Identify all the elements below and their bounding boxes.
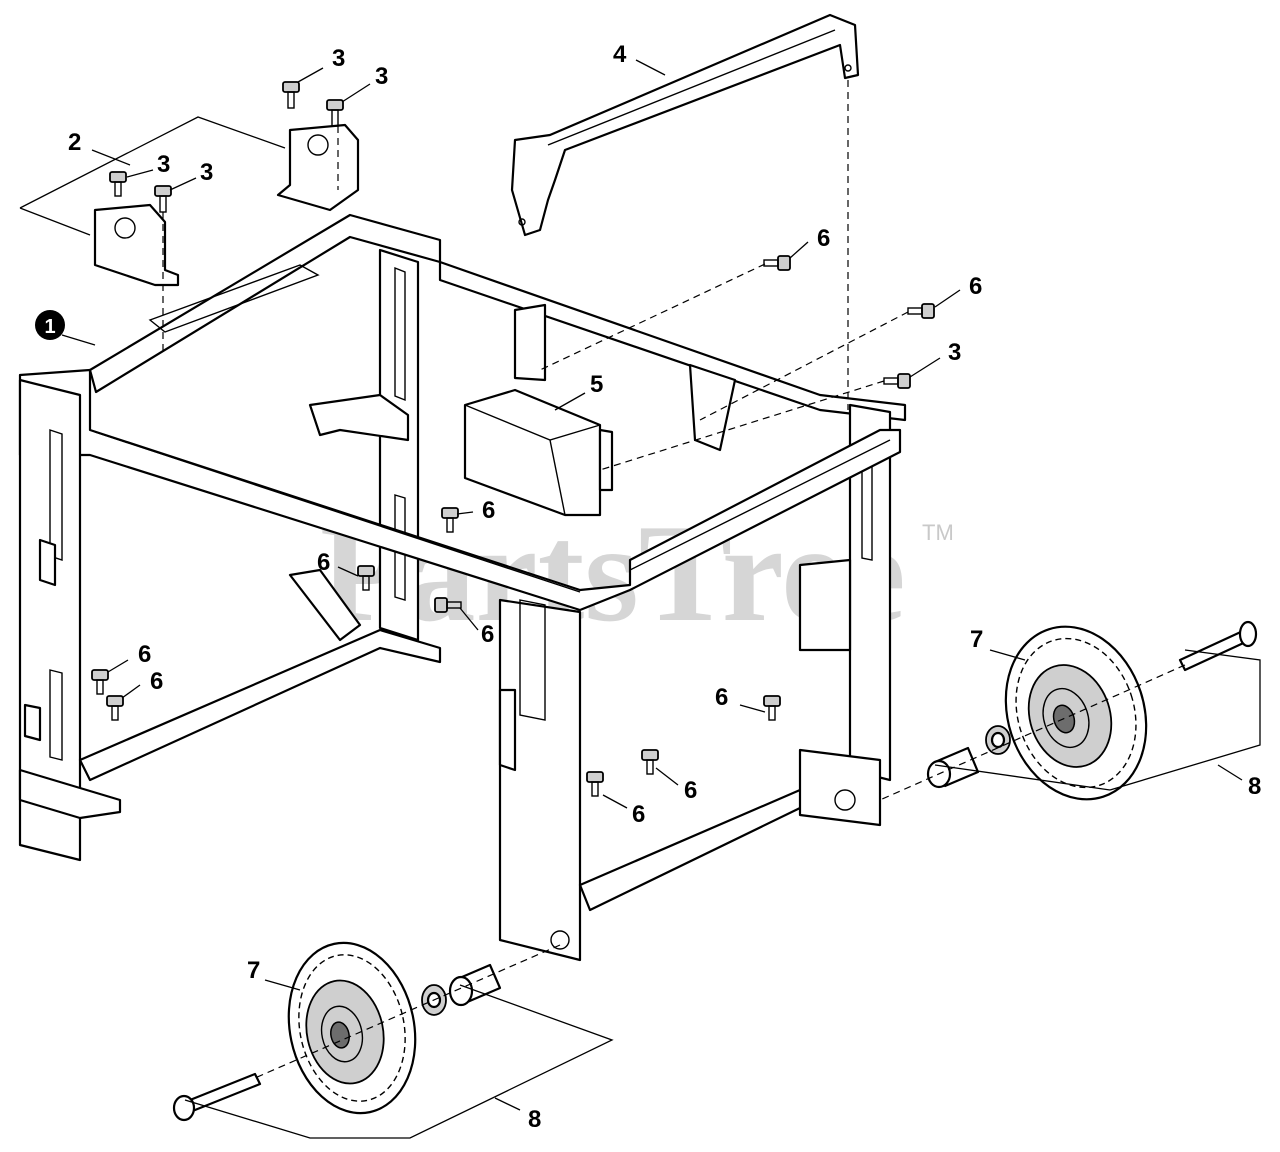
callout-6d: 6 xyxy=(317,549,330,576)
bolt-3c xyxy=(109,171,127,197)
callout-8a: 8 xyxy=(1248,773,1261,800)
assembly-lines xyxy=(162,80,1186,1079)
bolt-6d xyxy=(357,565,375,591)
bolt-3b xyxy=(326,99,344,127)
watermark-trademark: TM xyxy=(922,520,954,545)
callout-3e: 3 xyxy=(948,339,961,366)
handle-part-4 xyxy=(510,13,860,237)
callout-5: 5 xyxy=(590,371,603,398)
callout-6b: 6 xyxy=(969,273,982,300)
bolt-3d xyxy=(154,185,172,213)
bracket-part-2-right xyxy=(276,123,360,212)
bolt-6i xyxy=(641,749,659,775)
wheel-assembly-left xyxy=(172,941,502,1122)
callout-8b: 8 xyxy=(528,1106,541,1133)
bolt-6e xyxy=(434,597,462,613)
bolt-3a xyxy=(282,81,300,109)
callout-6j: 6 xyxy=(632,801,645,828)
callout-4: 4 xyxy=(613,41,627,68)
bolt-6h xyxy=(763,695,781,721)
bolt-6g xyxy=(106,695,124,721)
callout-6g: 6 xyxy=(150,668,163,695)
callout-1-circle xyxy=(35,310,65,340)
bolt-6a xyxy=(763,255,791,271)
callout-6f: 6 xyxy=(138,641,151,668)
callout-3d: 3 xyxy=(200,159,213,186)
callout-7b: 7 xyxy=(247,957,260,984)
bolt-3e xyxy=(883,373,911,389)
frame-part-1 xyxy=(18,213,907,962)
bolt-6c xyxy=(441,507,459,533)
wheel-assembly-right xyxy=(926,620,1258,801)
bolt-6j xyxy=(586,771,604,797)
callout-6a: 6 xyxy=(817,225,830,252)
group-brackets xyxy=(19,116,1261,1139)
callout-leaders xyxy=(61,59,1243,1111)
callout-3a: 3 xyxy=(332,45,345,72)
bracket-part-2-left xyxy=(93,203,180,287)
callout-3c: 3 xyxy=(157,151,170,178)
bolt-6b xyxy=(907,303,935,319)
callout-3b: 3 xyxy=(375,63,388,90)
callout-labels: 1 2 3 3 3 3 3 4 5 6 6 6 6 6 6 6 6 6 6 7 … xyxy=(35,41,1261,1133)
callout-6c: 6 xyxy=(482,497,495,524)
callout-2: 2 xyxy=(68,129,81,156)
callout-6i: 6 xyxy=(684,777,697,804)
callout-7a: 7 xyxy=(970,626,983,653)
control-box-part-5 xyxy=(463,388,614,517)
bolt-6f xyxy=(91,669,109,695)
callout-6h: 6 xyxy=(715,684,728,711)
callout-1: 1 xyxy=(44,316,55,338)
callout-6e: 6 xyxy=(481,621,494,648)
bolts xyxy=(91,81,935,797)
